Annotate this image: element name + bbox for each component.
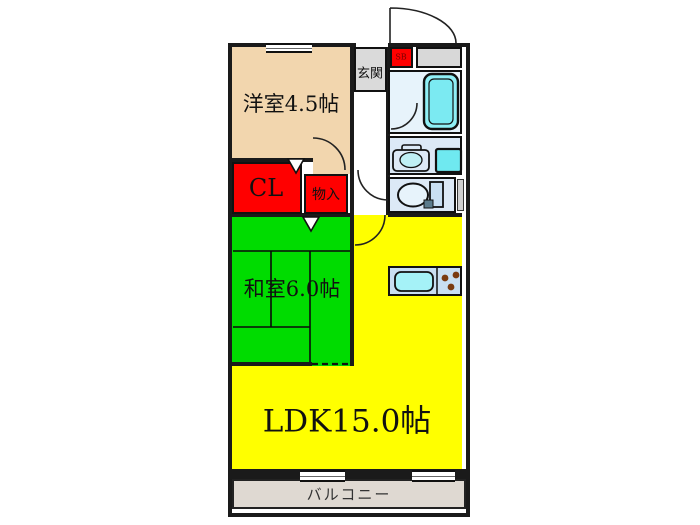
room-toilet [388, 177, 456, 213]
label-closet-cl: CL [248, 174, 284, 202]
wall-toilet-bottom [388, 213, 462, 217]
balcony [232, 479, 466, 509]
label-entrance: 玄関 [356, 66, 384, 82]
wall-western-bottom [232, 158, 313, 162]
wall-ldk-bottom [232, 469, 466, 479]
wall-left-column [350, 47, 354, 366]
room-japanese [232, 217, 350, 362]
kitchen-counter [388, 266, 462, 296]
window-ldk-left [300, 470, 345, 482]
window-ldk-right [412, 470, 455, 482]
label-western-room: 洋室4.5帖 [242, 92, 340, 116]
entrance-door-gap [356, 43, 388, 47]
room-bathroom [388, 70, 462, 134]
room-washroom [388, 136, 462, 175]
entrance-cabinet [416, 47, 462, 68]
hallway [354, 92, 386, 213]
room-western-door-area [313, 158, 350, 174]
label-balcony: バルコニー [306, 485, 392, 504]
shoe-box [390, 47, 413, 68]
wall-japanese-bottom [232, 362, 312, 366]
label-ldk: LDK15.0帖 [262, 403, 432, 440]
closet-storage [304, 174, 348, 214]
pipe-space [457, 179, 464, 211]
label-storage: 物入 [312, 187, 340, 203]
wall-japanese-top [232, 213, 354, 217]
room-entrance [354, 47, 387, 92]
label-japanese-room: 和室6.0帖 [243, 277, 341, 301]
entrance-door-arc [389, 7, 457, 44]
label-shoe-box: SB [395, 52, 407, 62]
window-western-top [266, 43, 312, 53]
